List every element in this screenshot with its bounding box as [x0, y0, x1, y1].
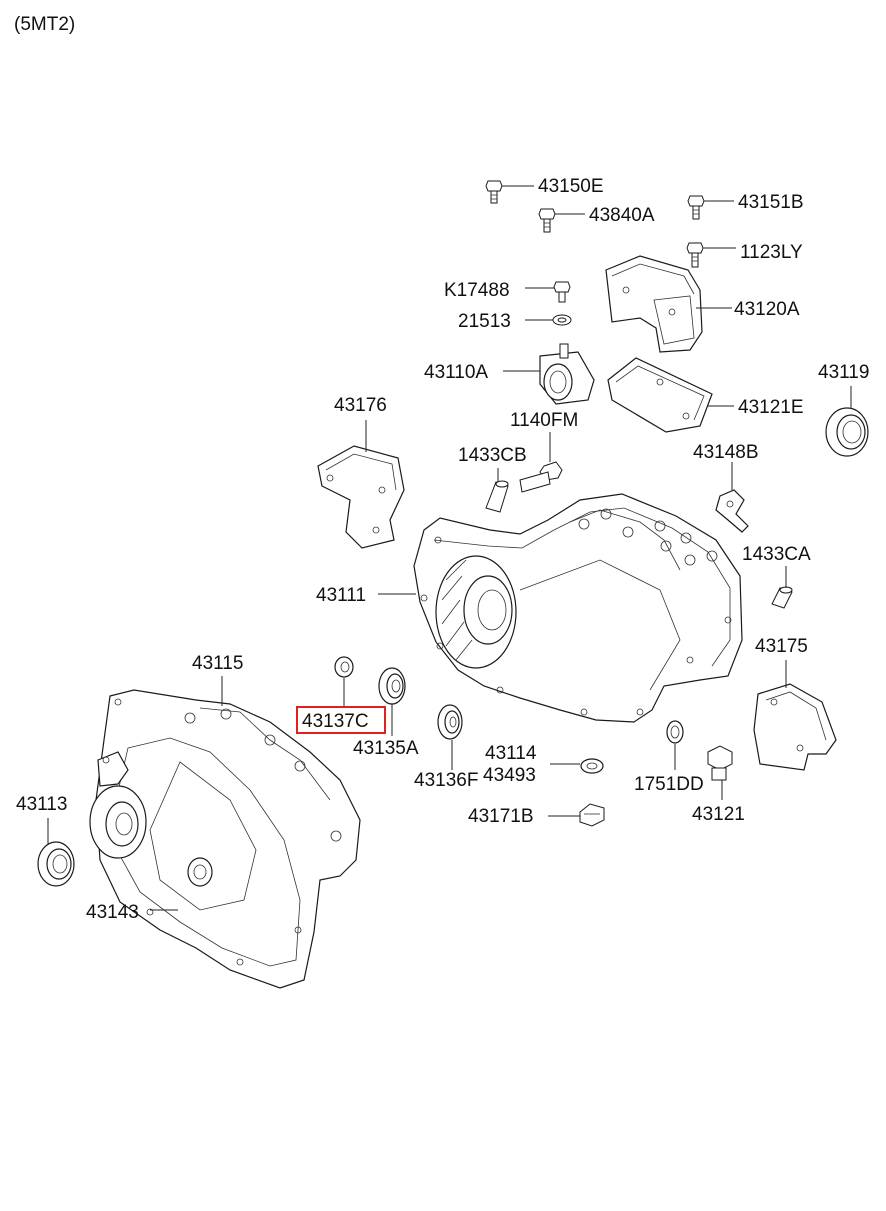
- bolt-K17488[interactable]: [525, 281, 571, 303]
- variant-header: (5MT2): [14, 14, 76, 35]
- label-43493[interactable]: 43493: [483, 765, 536, 786]
- label-43148B[interactable]: 43148B: [693, 442, 759, 463]
- gasket-1751DD[interactable]: [666, 720, 684, 770]
- label-43113[interactable]: 43113: [16, 794, 67, 815]
- label-43135A[interactable]: 43135A: [353, 738, 419, 759]
- label-43151B[interactable]: 43151B: [738, 192, 804, 213]
- label-43176[interactable]: 43176: [334, 395, 387, 416]
- bracket-43176[interactable]: [317, 420, 405, 549]
- bolt-1140FM[interactable]: [519, 432, 563, 493]
- label-1123LY[interactable]: 1123LY: [740, 242, 803, 263]
- insulator-43110A[interactable]: [503, 343, 595, 405]
- clip-43148B[interactable]: [715, 462, 749, 533]
- label-43150E[interactable]: 43150E: [538, 176, 604, 197]
- bolt-43840A[interactable]: [538, 208, 585, 233]
- washer-43114[interactable]: [550, 758, 604, 774]
- bolt-43151B[interactable]: [687, 195, 734, 220]
- bracket-43120A[interactable]: [605, 255, 732, 353]
- clutch-housing-43115[interactable]: [89, 676, 361, 989]
- label-43136F[interactable]: 43136F: [414, 770, 478, 791]
- label-1140FM[interactable]: 1140FM: [510, 410, 578, 431]
- label-21513[interactable]: 21513: [458, 311, 511, 332]
- oil-seal-43119[interactable]: [825, 386, 869, 457]
- label-43121[interactable]: 43121: [692, 804, 745, 825]
- label-K17488[interactable]: K17488: [444, 280, 510, 301]
- label-43137C[interactable]: 43137C: [302, 711, 369, 732]
- highlight-box-43137C: [296, 706, 386, 734]
- dowel-1433CA[interactable]: [771, 566, 793, 609]
- label-43111[interactable]: 43111: [316, 585, 366, 606]
- label-43120A[interactable]: 43120A: [734, 299, 800, 320]
- transmission-case-43111[interactable]: [378, 493, 743, 723]
- bolt-1123LY[interactable]: [686, 242, 736, 268]
- label-1433CB[interactable]: 1433CB: [458, 445, 527, 466]
- seal-43135A[interactable]: [378, 667, 406, 736]
- label-43175[interactable]: 43175: [755, 636, 808, 657]
- plate-43121E[interactable]: [607, 357, 734, 433]
- label-43115[interactable]: 43115: [192, 653, 243, 674]
- label-43119[interactable]: 43119: [818, 362, 869, 383]
- oil-seal-43113[interactable]: [37, 818, 75, 887]
- bracket-43175[interactable]: [753, 660, 837, 771]
- label-43143[interactable]: 43143: [86, 902, 139, 923]
- washer-21513[interactable]: [525, 314, 572, 326]
- dowel-1433CB[interactable]: [485, 468, 509, 513]
- label-43114[interactable]: 43114: [485, 743, 537, 764]
- seal-43137C[interactable]: [334, 656, 354, 706]
- plug-43121[interactable]: [707, 745, 733, 800]
- label-43840A[interactable]: 43840A: [589, 205, 655, 226]
- seal-43136F[interactable]: [437, 704, 463, 770]
- plug-43171B[interactable]: [548, 803, 605, 827]
- bolt-43150E[interactable]: [485, 180, 534, 204]
- label-1751DD[interactable]: 1751DD: [634, 774, 704, 795]
- label-43121E[interactable]: 43121E: [738, 397, 804, 418]
- label-43171B[interactable]: 43171B: [468, 806, 534, 827]
- part-labels: 43150E 43840A 43151B 1123LY K17488 21513…: [16, 176, 869, 923]
- label-43110A[interactable]: 43110A: [424, 362, 488, 383]
- label-1433CA[interactable]: 1433CA: [742, 544, 811, 565]
